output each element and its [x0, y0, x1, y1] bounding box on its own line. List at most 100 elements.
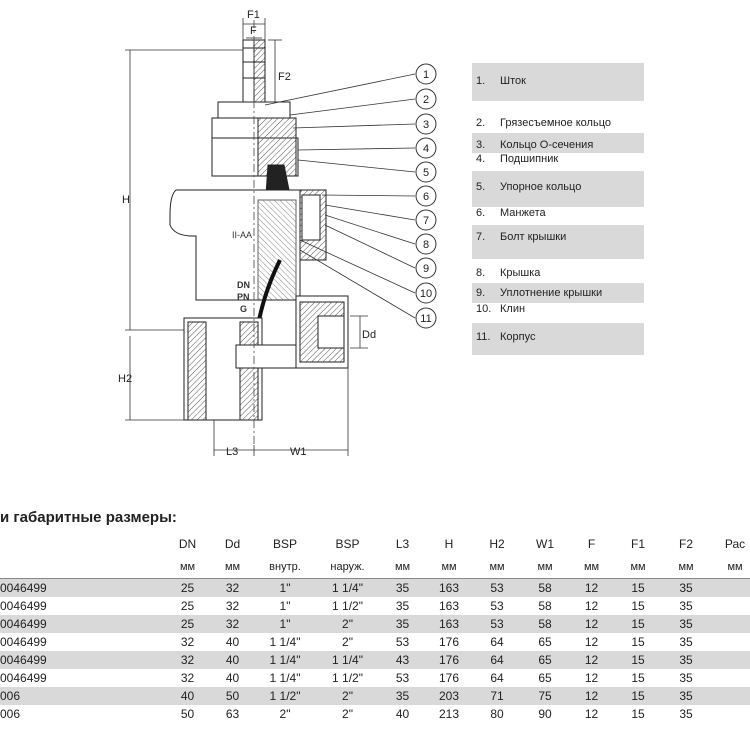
- table-cell: 35: [679, 617, 693, 631]
- table-cell: 32: [225, 599, 240, 613]
- legend-number: 11.: [476, 331, 491, 343]
- table-cell: 12: [584, 653, 599, 667]
- table-cell: 32: [180, 635, 195, 649]
- table-cell: 12: [584, 671, 599, 685]
- table-cell: 64: [490, 635, 504, 649]
- table-cell: 2": [342, 635, 353, 649]
- table-cell: мм: [583, 561, 600, 573]
- table-cell: 35: [395, 617, 410, 631]
- table-cell: 53: [395, 635, 410, 649]
- svg-text:1: 1: [423, 69, 429, 81]
- callout-11: 11: [415, 307, 437, 329]
- table-cell: 0046499: [0, 653, 47, 667]
- table-cell: 176: [438, 671, 460, 685]
- table-cell: 1 1/2": [269, 689, 301, 703]
- table-cell: 35: [395, 689, 410, 703]
- mark-dn: DN: [237, 280, 250, 290]
- table-cell: 35: [395, 581, 410, 595]
- table-cell: W1: [536, 537, 554, 551]
- table-cell: 163: [438, 617, 460, 631]
- table-cell: 176: [438, 635, 460, 649]
- table-cell: 53: [490, 617, 504, 631]
- legend-item: 2.Грязесъемное кольцо: [472, 101, 644, 133]
- table-cell: [710, 597, 750, 615]
- callout-3: 3: [415, 113, 437, 135]
- legend-number: 2.: [476, 117, 486, 129]
- table-cell: 2": [342, 707, 353, 721]
- table-cell: мм: [394, 561, 411, 573]
- table-cell: 1 1/2": [332, 671, 363, 685]
- mark-type: II-AA: [232, 230, 252, 240]
- legend-number: 4.: [476, 153, 486, 165]
- table-cell: BSP: [272, 537, 297, 551]
- table-cell: [710, 687, 750, 705]
- mark-pn: PN: [237, 292, 250, 302]
- table-cell: 75: [538, 689, 552, 703]
- table-cell: 15: [631, 707, 645, 721]
- table-cell: 1 1/4": [332, 581, 363, 595]
- svg-text:4: 4: [423, 143, 429, 155]
- table-cell: 1 1/4": [332, 653, 363, 667]
- table-cell: 006: [0, 689, 21, 703]
- table-cell: 58: [538, 617, 552, 631]
- table-cell: 35: [679, 599, 693, 613]
- table-cell: [710, 651, 750, 669]
- legend-text: Клин: [500, 303, 526, 315]
- bottom-inlet: [183, 317, 297, 421]
- table-cell: 40: [225, 653, 240, 667]
- table-cell: F2: [678, 537, 693, 551]
- table-cell: [0, 532, 165, 556]
- legend-item: 5.Упорное кольцо: [472, 171, 644, 207]
- svg-text:11: 11: [420, 313, 431, 325]
- legend-text: Манжета: [500, 207, 546, 219]
- side-outlet: [295, 295, 349, 369]
- callout-7: 7: [415, 209, 437, 231]
- legend-text: Болт крышки: [500, 231, 567, 243]
- table-cell: 2": [342, 617, 353, 631]
- table-cell: 1 1/2": [332, 599, 363, 613]
- table-cell: 40: [225, 671, 240, 685]
- legend-text: Упорное кольцо: [500, 181, 582, 193]
- table-cell: 203: [438, 689, 460, 703]
- table-cell: 2": [342, 689, 353, 703]
- table-cell: 35: [679, 581, 693, 595]
- legend-text: Подшипник: [500, 153, 559, 165]
- table-cell: F1: [630, 537, 645, 551]
- table-cell: внутр.: [269, 561, 301, 573]
- table-cell: 12: [584, 707, 599, 721]
- legend-number: 1.: [476, 75, 486, 87]
- legend-number: 7.: [476, 231, 486, 243]
- dim-h: H: [122, 194, 130, 206]
- table-cell: 163: [438, 581, 460, 595]
- table-cell: 53: [490, 581, 504, 595]
- table-cell: 40: [395, 707, 410, 721]
- svg-text:5: 5: [423, 167, 429, 179]
- table-cell: 50: [180, 707, 195, 721]
- legend-item: 10.Клин: [472, 303, 644, 323]
- table-cell: 1": [279, 617, 291, 631]
- table-cell: 65: [538, 671, 552, 685]
- table-cell: DN: [178, 537, 197, 551]
- mark-g: G: [240, 304, 247, 314]
- table-cell: [710, 633, 750, 651]
- section-title: и габаритные размеры:: [0, 509, 177, 526]
- svg-text:8: 8: [423, 239, 429, 251]
- table-cell: 15: [631, 689, 645, 703]
- table-cell: мм: [441, 561, 457, 573]
- table-cell: 40: [225, 635, 240, 649]
- legend-number: 9.: [476, 287, 486, 299]
- table-cell: 71: [490, 689, 504, 703]
- callout-1: 1: [415, 63, 437, 85]
- table-cell: Рас: [724, 537, 746, 551]
- table-cell: 25: [180, 617, 195, 631]
- dim-f: F: [250, 25, 257, 37]
- dim-f1: F1: [247, 9, 260, 21]
- table-cell: 65: [538, 635, 552, 649]
- table-cell: 12: [584, 599, 599, 613]
- legend-number: 3.: [476, 139, 486, 151]
